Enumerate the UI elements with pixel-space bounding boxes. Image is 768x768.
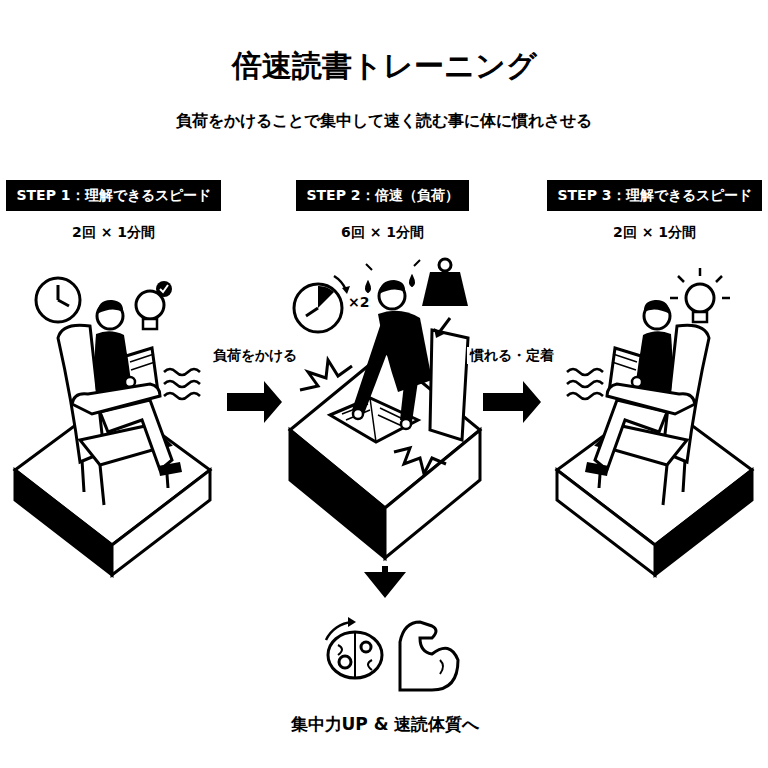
step-header: STEP 2：倍速（負荷） — [296, 180, 468, 211]
step3-figure-part — [693, 312, 707, 322]
step1-figure-part — [156, 281, 172, 297]
step2-figure-part — [385, 430, 480, 558]
step2-figure-part — [430, 330, 468, 440]
step3-figure-part — [670, 268, 730, 298]
step2-figure-part — [318, 286, 334, 308]
step1-figure-part — [58, 285, 69, 306]
flow-arrow — [483, 381, 541, 423]
flow-arrow — [227, 381, 282, 423]
step1-figure-part — [160, 285, 168, 292]
step2-figure-part — [342, 286, 350, 294]
step-column: STEP 2：倍速（負荷） 6回 × 1分間 — [285, 180, 480, 565]
subtitle: 負荷をかけることで集中して速く読む事に体に慣れさせる — [0, 111, 768, 130]
step-header: STEP 3：理解できるスピード — [547, 180, 761, 211]
step2-figure-part — [439, 259, 451, 271]
step2-figure-part — [290, 430, 385, 558]
step2-figure-part — [366, 260, 420, 292]
step2-figure-part — [294, 284, 342, 332]
step-column: STEP 3：理解できるスピード 2回 × 1分間 — [544, 180, 765, 565]
multiplier-note: ×2 — [346, 294, 371, 311]
result-box: 集中力UP & 速読体質へ — [265, 600, 505, 742]
step3-figure-part — [557, 300, 752, 575]
result-icons-part — [400, 622, 458, 690]
step1-figure — [15, 278, 210, 575]
step2-figure-part — [300, 360, 352, 390]
step2-figure-part — [400, 330, 424, 422]
step2-figure-part — [379, 280, 405, 294]
diagram-title: 倍速読書トレーニング — [0, 48, 768, 84]
result-icons-part — [338, 633, 372, 677]
step2-figure-part — [434, 328, 444, 338]
step2-figure-part — [306, 308, 318, 316]
result-icons — [326, 617, 458, 690]
step2-figure-part — [422, 272, 468, 306]
step3-figure-part — [686, 284, 714, 312]
result-text: 集中力UP & 速読体質へ — [291, 714, 480, 734]
step2-figure-part — [342, 398, 405, 442]
step1-figure-part — [36, 278, 80, 322]
result-icons-part — [440, 660, 443, 674]
repeat-count: 2回 × 1分間 — [72, 224, 155, 241]
repeat-count: 6回 × 1分間 — [341, 224, 424, 241]
step-column: STEP 1：理解できるスピード 2回 × 1分間 — [3, 180, 224, 565]
step2-figure-part — [394, 448, 446, 474]
step2-figure-part — [352, 320, 392, 414]
step2-figure-part — [401, 419, 411, 429]
step-header: STEP 1：理解できるスピード — [6, 180, 220, 211]
repeat-count: 2回 × 1分間 — [613, 224, 696, 241]
result-icons-part — [339, 656, 351, 668]
step2-figure-part — [353, 409, 363, 419]
result-icons-part — [361, 642, 371, 652]
step1-figure-part — [15, 300, 210, 575]
step3-figure — [557, 268, 752, 575]
arrow-label: 慣れる・定着 — [467, 347, 557, 364]
result-icons-part — [328, 632, 382, 678]
arrow-label: 負荷をかける — [210, 347, 300, 364]
result-icons-part — [348, 617, 356, 627]
step1-figure-part — [143, 319, 157, 329]
step2-figure — [290, 259, 480, 558]
flow-arrow — [364, 566, 406, 598]
